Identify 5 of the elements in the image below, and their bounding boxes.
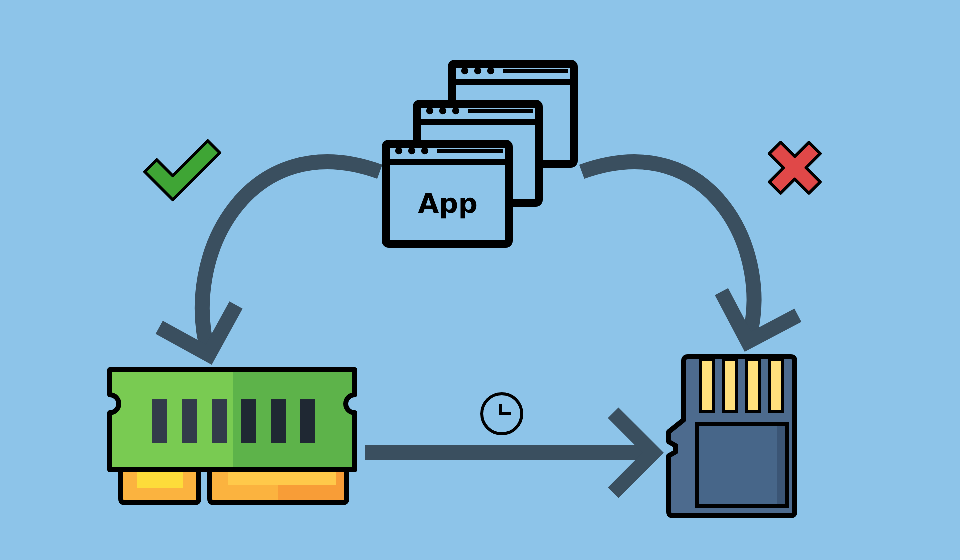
memory-card-illustration bbox=[664, 352, 798, 520]
curved-arrow bbox=[580, 154, 804, 350]
arrow bbox=[365, 406, 661, 500]
curved-arrow bbox=[154, 154, 382, 362]
app-label: App bbox=[418, 190, 478, 218]
